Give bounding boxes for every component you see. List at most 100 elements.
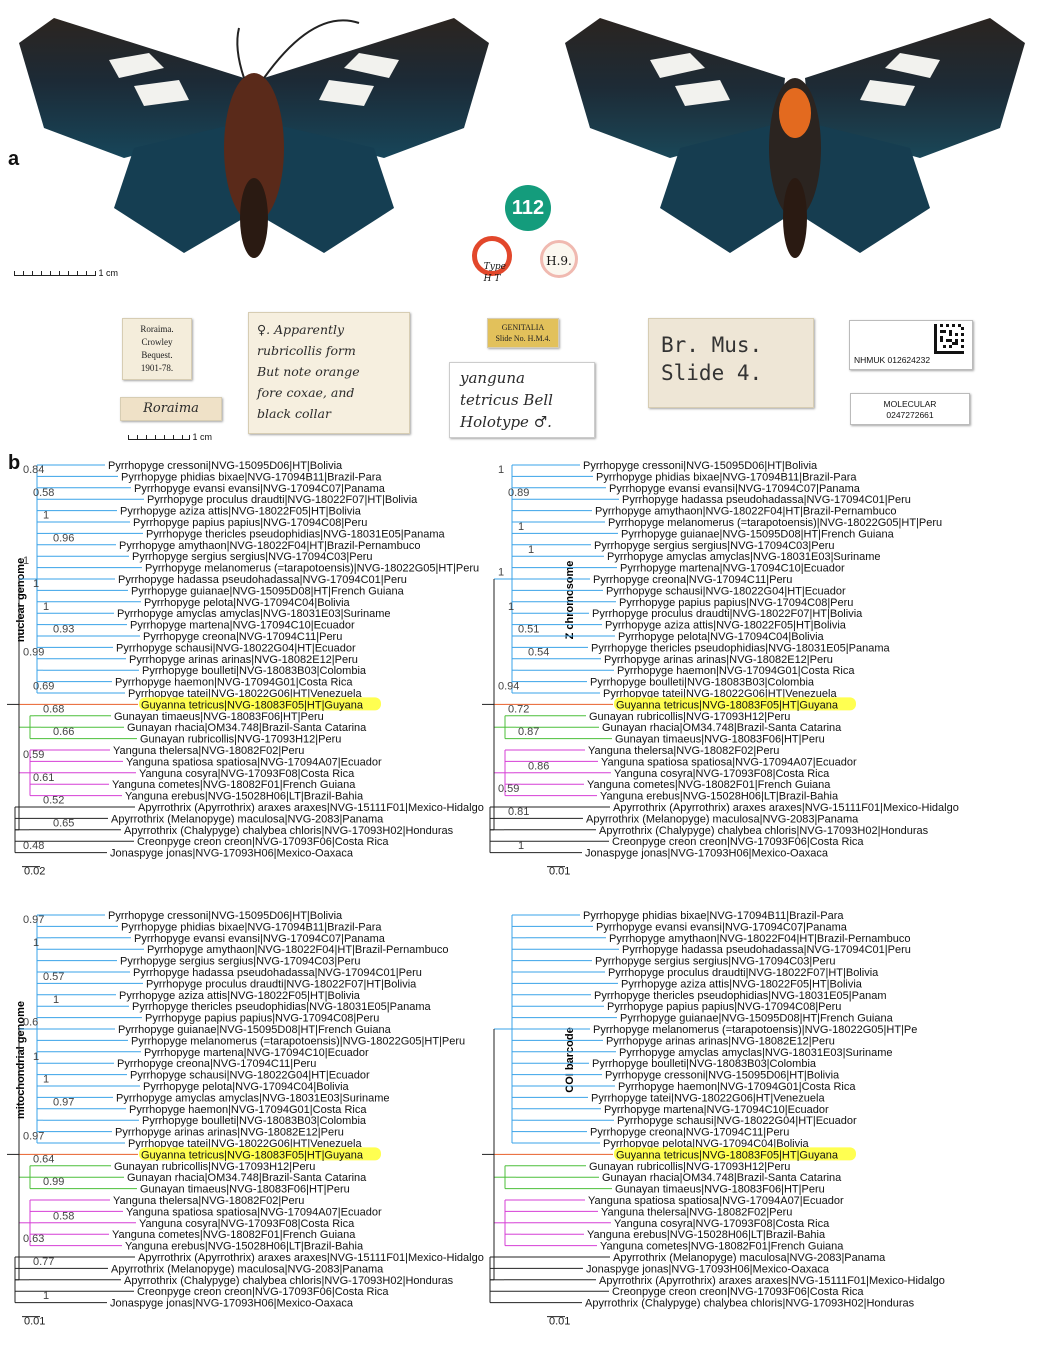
taxon-label: Pyrrhopyge tatei|NVG-18022G06|HT|Venezue… bbox=[591, 1092, 825, 1104]
support-value: 0.64 bbox=[33, 1153, 54, 1165]
support-value: 1 bbox=[43, 601, 49, 613]
taxon-label: Yanguna cosyra|NVG-17093F08|Costa Rica bbox=[139, 768, 355, 780]
support-value: 0.77 bbox=[33, 1256, 54, 1268]
taxon-label: Pyrrhopyge haemon|NVG-17094G01|Costa Ric… bbox=[617, 665, 855, 677]
taxon-label: Pyrrhopyge evansi evansi|NVG-17094C07|Pa… bbox=[596, 921, 848, 933]
tree-scale-label: 0.01 bbox=[24, 1316, 45, 1328]
taxon-label: Creonpyge creon creon|NVG-17093F06|Costa… bbox=[137, 836, 389, 848]
taxon-label: Pyrrhopyge papius papius|NVG-17094C08|Pe… bbox=[133, 517, 367, 529]
taxon-label: Pyrrhopyge papius papius|NVG-17094C08|Pe… bbox=[607, 1001, 841, 1013]
taxon-label: Pyrrhopyge haemon|NVG-17094G01|Costa Ric… bbox=[618, 1081, 856, 1093]
taxon-label: Gunayan timaeus|NVG-18083F06|HT|Peru bbox=[615, 1184, 825, 1196]
taxon-label: Pyrrhopyge schausi|NVG-18022G04|HT|Ecuad… bbox=[617, 1115, 857, 1127]
taxon-label: Gunayan rhacia|OM34.748|Brazil-Santa Cat… bbox=[602, 722, 842, 734]
taxon-label: Gunayan rubricollis|NVG-17093H12|Peru bbox=[589, 711, 790, 723]
taxon-label: Yanguna thelersa|NVG-18082F02|Peru bbox=[588, 745, 779, 757]
support-value: 1 bbox=[33, 937, 39, 949]
support-value: 0.63 bbox=[23, 1233, 44, 1245]
taxon-label: Pyrrhopyge cressoni|NVG-15095D06|HT|Boli… bbox=[583, 460, 818, 472]
taxon-label: Yanguna thelersa|NVG-18082F02|Peru bbox=[601, 1206, 792, 1218]
support-value: 0.59 bbox=[498, 783, 519, 795]
taxon-label: Pyrrhopyge thericles pseudophidias|NVG-1… bbox=[132, 1001, 431, 1013]
support-value: 1 bbox=[23, 555, 29, 567]
taxon-label: Yanguna cosyra|NVG-17093F08|Costa Rica bbox=[614, 768, 830, 780]
taxon-label: Pyrrhopyge schausi|NVG-18022G04|HT|Ecuad… bbox=[606, 585, 846, 597]
taxon-label: Pyrrhopyge cressoni|NVG-15095D06|HT|Boli… bbox=[605, 1070, 840, 1082]
taxon-label: Creonpyge creon creon|NVG-17093F06|Costa… bbox=[137, 1286, 389, 1298]
support-value: 0.58 bbox=[33, 487, 54, 499]
support-value: 0.84 bbox=[23, 464, 44, 476]
taxon-label: Pyrrhopyge haemon|NVG-17094G01|Costa Ric… bbox=[115, 677, 353, 689]
taxon-label: Pyrrhopyge cressoni|NVG-15095D06|HT|Boli… bbox=[108, 460, 343, 472]
support-value: 0.6 bbox=[23, 1017, 38, 1029]
taxon-label: Pyrrhopyge aziza attis|NVG-18022F05|HT|B… bbox=[605, 620, 847, 632]
support-value: 1 bbox=[33, 578, 39, 590]
taxon-label: Pyrrhopyge creona|NVG-17094C11|Peru bbox=[593, 574, 792, 586]
taxon-label: Pyrrhopyge phidias bixae|NVG-17094B11|Br… bbox=[121, 471, 382, 483]
taxon-label: Pyrrhopyge hadassa pseudohadassa|NVG-170… bbox=[622, 494, 911, 506]
tree-scale-label: 0.01 bbox=[549, 1316, 570, 1328]
taxon-label: Apyrrothrix (Melanopyge) maculosa|NVG-20… bbox=[613, 1252, 886, 1264]
taxon-label: Pyrrhopyge proculus draudti|NVG-18022F07… bbox=[608, 967, 879, 979]
taxon-label: Yanguna cosyra|NVG-17093F08|Costa Rica bbox=[139, 1218, 355, 1230]
taxon-label: Gunayan timaeus|NVG-18083F06|HT|Peru bbox=[615, 734, 825, 746]
taxon-label: Yanguna thelersa|NVG-18082F02|Peru bbox=[113, 1195, 304, 1207]
taxon-label: Pyrrhopyge arinas arinas|NVG-18082E12|Pe… bbox=[606, 1035, 835, 1047]
support-value: 1 bbox=[43, 1074, 49, 1086]
taxon-label: Pyrrhopyge melanomerus (=tarapotoensis)|… bbox=[145, 563, 479, 575]
taxon-label: Yanguna spatiosa spatiosa|NVG-17094A07|E… bbox=[588, 1195, 844, 1207]
taxon-label: Pyrrhopyge amyclas amyclas|NVG-18031E03|… bbox=[619, 1047, 893, 1059]
taxon-label: Pyrrhopyge schausi|NVG-18022G04|HT|Ecuad… bbox=[116, 642, 356, 654]
taxon-label: Apyrrothrix (Apyrrothrix) araxes araxes|… bbox=[599, 1275, 945, 1287]
support-value: 0.48 bbox=[23, 840, 44, 852]
support-value: 0.89 bbox=[508, 487, 529, 499]
support-value: 0.65 bbox=[53, 817, 74, 829]
taxon-label: Yanguna erebus|NVG-15028H06|LT|Brazil-Ba… bbox=[125, 1241, 364, 1253]
taxon-label: Pyrrhopyge guianae|NVG-15095D08|HT|Frenc… bbox=[621, 528, 895, 540]
taxon-label: Pyrrhopyge evansi evansi|NVG-17094C07|Pa… bbox=[134, 483, 386, 495]
tree-scale-label: 0.01 bbox=[549, 866, 570, 878]
support-value: 0.94 bbox=[498, 681, 519, 693]
taxon-label: Apyrrothrix (Chalypyge) chalybea chloris… bbox=[599, 825, 929, 837]
taxon-label: Pyrrhopyge sergius sergius|NVG-17094C03|… bbox=[120, 956, 361, 968]
taxon-label: Yanguna cosyra|NVG-17093F08|Costa Rica bbox=[614, 1218, 830, 1230]
taxon-label: Pyrrhopyge melanomerus (=tarapotoensis)|… bbox=[608, 517, 942, 529]
taxon-label: Pyrrhopyge martena|NVG-17094C10|Ecuador bbox=[144, 1047, 369, 1059]
taxon-label: Pyrrhopyge thericles pseudophidias|NVG-1… bbox=[594, 990, 887, 1002]
taxon-label: Pyrrhopyge creona|NVG-17094C11|Peru bbox=[143, 631, 342, 643]
taxon-label: Pyrrhopyge pelota|NVG-17094C04|Bolivia bbox=[143, 1081, 350, 1093]
taxon-label: Yanguna cometes|NVG-18082F01|French Guia… bbox=[112, 779, 356, 791]
taxon-label: Pyrrhopyge creona|NVG-17094C11|Peru bbox=[117, 1058, 316, 1070]
taxon-label: Gunayan rubricollis|NVG-17093H12|Peru bbox=[589, 1161, 790, 1173]
taxon-label: Pyrrhopyge proculus draudti|NVG-18022F07… bbox=[147, 494, 418, 506]
taxon-label: Gunayan rubricollis|NVG-17093H12|Peru bbox=[140, 734, 341, 746]
support-value: 1 bbox=[43, 510, 49, 522]
taxon-label: Pyrrhopyge pelota|NVG-17094C04|Bolivia bbox=[618, 631, 825, 643]
taxon-label: Yanguna spatiosa spatiosa|NVG-17094A07|E… bbox=[126, 1206, 382, 1218]
taxon-label: Guyanna tetricus|NVG-18083F05|HT|Guyana bbox=[616, 1149, 839, 1161]
taxon-label: Pyrrhopyge haemon|NVG-17094G01|Costa Ric… bbox=[129, 1104, 367, 1116]
taxon-label: Apyrrothrix (Melanopyge) maculosa|NVG-20… bbox=[586, 813, 859, 825]
taxon-label: Pyrrhopyge schausi|NVG-18022G04|HT|Ecuad… bbox=[130, 1070, 370, 1082]
taxon-label: Pyrrhopyge sergius sergius|NVG-17094C03|… bbox=[594, 540, 835, 552]
taxon-label: Pyrrhopyge pelota|NVG-17094C04|Bolivia bbox=[144, 597, 351, 609]
taxon-label: Pyrrhopyge martena|NVG-17094C10|Ecuador bbox=[620, 563, 845, 575]
taxon-label: Yanguna spatiosa spatiosa|NVG-17094A07|E… bbox=[126, 756, 382, 768]
taxon-label: Gunayan rhacia|OM34.748|Brazil-Santa Cat… bbox=[127, 722, 367, 734]
taxon-label: Pyrrhopyge phidias bixae|NVG-17094B11|Br… bbox=[121, 921, 382, 933]
support-value: 1 bbox=[518, 521, 524, 533]
taxon-label: Gunayan timaeus|NVG-18083F06|HT|Peru bbox=[114, 711, 324, 723]
taxon-label: Pyrrhopyge sergius sergius|NVG-17094C03|… bbox=[132, 551, 373, 563]
taxon-label: Pyrrhopyge evansi evansi|NVG-17094C07|Pa… bbox=[134, 933, 386, 945]
taxon-label: Pyrrhopyge papius papius|NVG-17094C08|Pe… bbox=[145, 1013, 379, 1025]
support-value: 0.93 bbox=[53, 624, 74, 636]
support-value: 1 bbox=[33, 1051, 39, 1063]
support-value: 0.68 bbox=[43, 703, 64, 715]
taxon-label: Pyrrhopyge amyclas amyclas|NVG-18031E03|… bbox=[116, 1092, 390, 1104]
taxon-label: Pyrrhopyge aziza attis|NVG-18022F05|HT|B… bbox=[119, 990, 361, 1002]
taxon-label: Guyanna tetricus|NVG-18083F05|HT|Guyana bbox=[616, 699, 839, 711]
support-value: 0.86 bbox=[528, 760, 549, 772]
